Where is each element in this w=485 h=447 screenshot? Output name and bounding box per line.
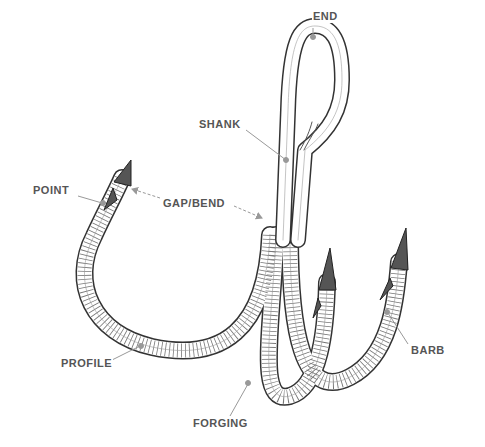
point-label: POINT xyxy=(32,184,70,197)
forging-label: FORGING xyxy=(192,417,249,430)
end-label: END xyxy=(312,10,339,23)
barb-label: BARB xyxy=(410,344,446,357)
shank-label: SHANK xyxy=(198,118,242,131)
gap-bend-label: GAP/BEND xyxy=(162,197,226,210)
profile-label: PROFILE xyxy=(60,357,113,370)
